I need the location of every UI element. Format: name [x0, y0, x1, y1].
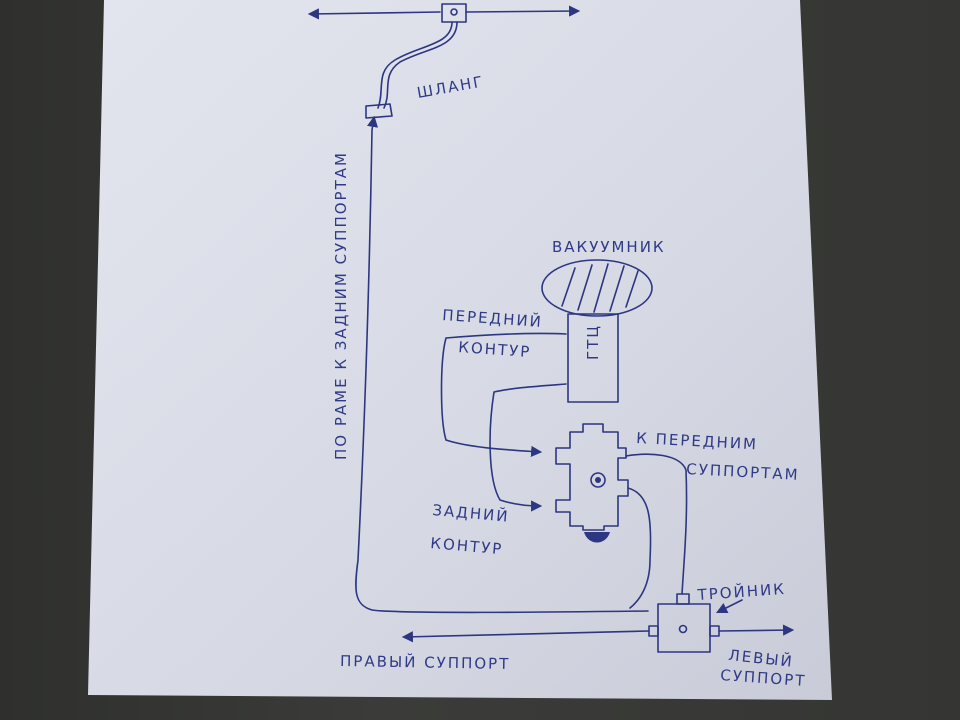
tee-top-port — [676, 593, 690, 605]
flex-hose-outer — [383, 21, 458, 109]
left-caliper-line — [718, 624, 795, 636]
top-line-left — [307, 8, 441, 20]
brake-distributor — [555, 423, 629, 531]
label-left-caliper-2: СУППОРТ — [720, 666, 807, 690]
flex-hose — [377, 21, 453, 109]
top-line-right — [465, 5, 581, 17]
label-front-circuit-2: КОНТУР — [458, 338, 532, 361]
paper-sheet-shape — [88, 0, 832, 700]
top-fitting — [441, 3, 467, 23]
booster-hatching — [561, 263, 639, 313]
hose-clamp — [365, 103, 393, 119]
label-frame-to-rear: ПО РАМЕ К ЗАДНИМ СУППОРТАМ — [332, 151, 350, 460]
master-cylinder — [567, 313, 619, 403]
tee-bolt — [678, 624, 688, 634]
rear-brake-line — [355, 115, 649, 614]
right-caliper-line — [401, 630, 650, 643]
distributor-center — [590, 472, 606, 488]
label-to-front-2: СУППОРТАМ — [686, 460, 800, 484]
label-master-cylinder: ГТЦ — [584, 324, 602, 360]
distributor-to-rear-line — [627, 487, 652, 609]
vacuum-booster — [541, 259, 653, 317]
front-calipers-line — [625, 453, 688, 595]
tee-pointer — [715, 599, 743, 614]
front-circuit-line — [440, 332, 567, 457]
top-fitting-bolt — [450, 8, 458, 16]
rear-circuit-line — [489, 383, 567, 512]
label-right-caliper: ПРАВЫЙ СУППОРТ — [340, 651, 511, 673]
distributor-bottom-cap — [584, 532, 610, 543]
distributor-center-dot — [595, 477, 601, 483]
label-booster: ВАКУУМНИК — [552, 238, 666, 256]
